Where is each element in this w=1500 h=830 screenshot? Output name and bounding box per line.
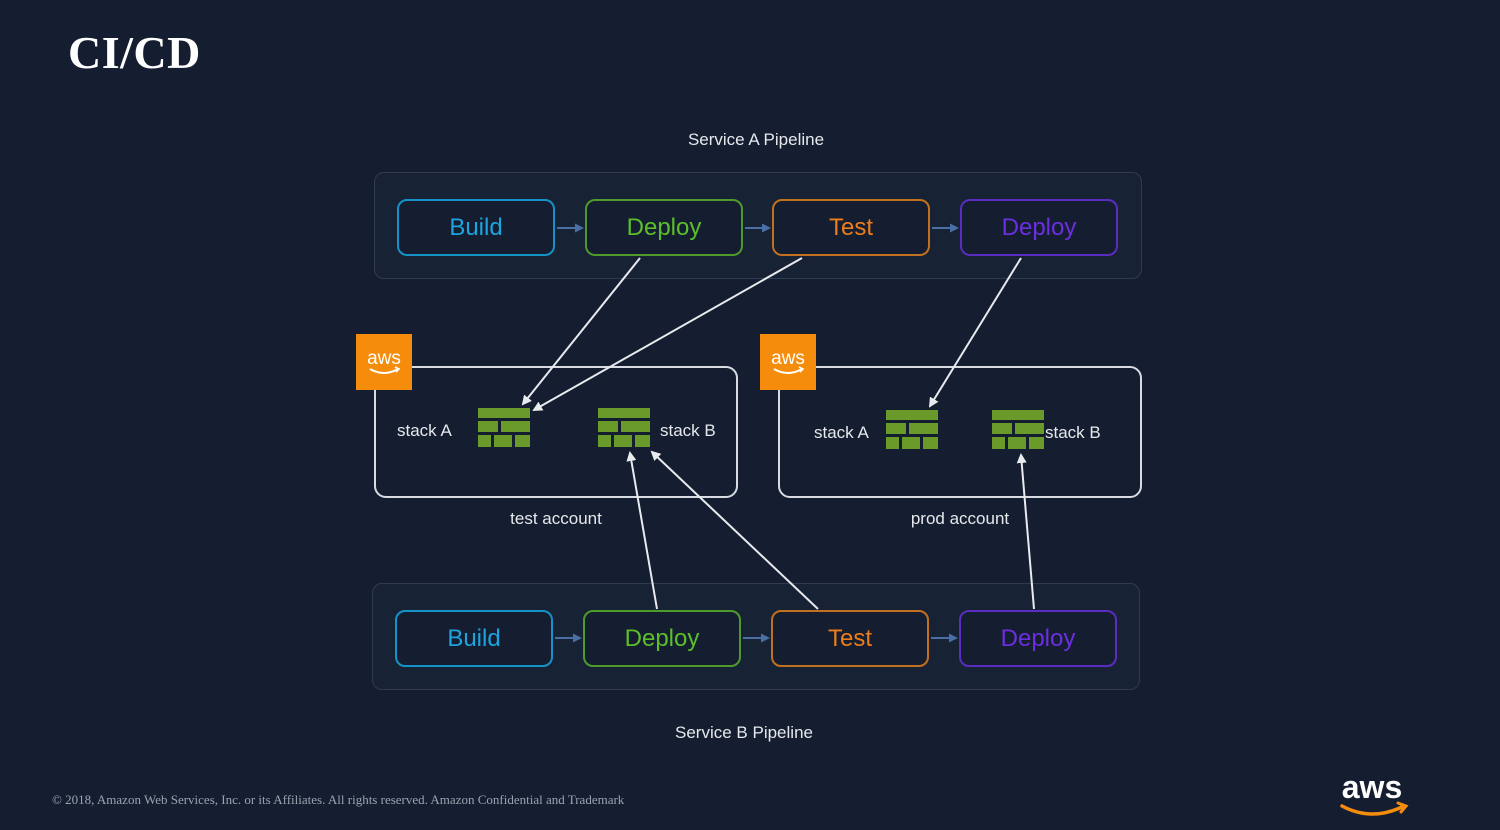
pipeline-b-build-stage[interactable]: Build xyxy=(395,610,553,667)
prod-stack-a-label: stack A xyxy=(814,423,869,442)
arrow-b-deploy-to-test-stack-b xyxy=(626,451,658,610)
aws-badge-test: aws xyxy=(356,334,412,390)
pipeline-a-deploy-prod-stage[interactable]: Deploy xyxy=(960,199,1118,256)
arrow-b-deploy-to-prod-stack-b xyxy=(1016,453,1035,610)
arrow-a-deploy-to-prod-stack-a xyxy=(928,257,1022,408)
arrow-b-test-to-test-stack-b xyxy=(650,450,819,610)
service-b-pipeline-label: Service B Pipeline xyxy=(675,723,813,742)
test-stack-b-label: stack B xyxy=(660,421,716,440)
prod-stack-a-icon xyxy=(886,410,938,449)
svg-text:aws: aws xyxy=(367,348,401,369)
prod-account-box xyxy=(778,366,1142,498)
pipeline-a-build-stage[interactable]: Build xyxy=(397,199,555,256)
prod-stack-b-label: stack B xyxy=(1045,423,1101,442)
prod-stack-b-icon xyxy=(992,410,1044,449)
pipeline-a-deploy-test-stage[interactable]: Deploy xyxy=(585,199,743,256)
test-stack-b-icon xyxy=(598,408,650,447)
aws-badge-prod: aws xyxy=(760,334,816,390)
arrow-a-deploy-to-test-stack-a xyxy=(521,257,641,406)
prod-account-label: prod account xyxy=(910,509,1010,528)
pipeline-b-deploy-prod-stage[interactable]: Deploy xyxy=(959,610,1117,667)
aws-logo: aws xyxy=(1340,770,1409,816)
test-account-box xyxy=(374,366,738,498)
svg-text:aws: aws xyxy=(771,348,805,369)
test-account-label: test account xyxy=(510,509,602,528)
test-stack-a-icon xyxy=(478,408,530,447)
copyright-footer: © 2018, Amazon Web Services, Inc. or its… xyxy=(52,792,625,807)
pipeline-a-test-stage[interactable]: Test xyxy=(772,199,930,256)
svg-text:aws: aws xyxy=(1342,770,1402,805)
slide-title: CI/CD xyxy=(68,27,201,78)
pipeline-b-deploy-test-stage[interactable]: Deploy xyxy=(583,610,741,667)
service-a-pipeline-label: Service A Pipeline xyxy=(687,130,825,149)
test-stack-a-label: stack A xyxy=(397,421,452,440)
pipeline-b-test-stage[interactable]: Test xyxy=(771,610,929,667)
arrow-a-test-to-test-stack-a xyxy=(532,257,803,411)
